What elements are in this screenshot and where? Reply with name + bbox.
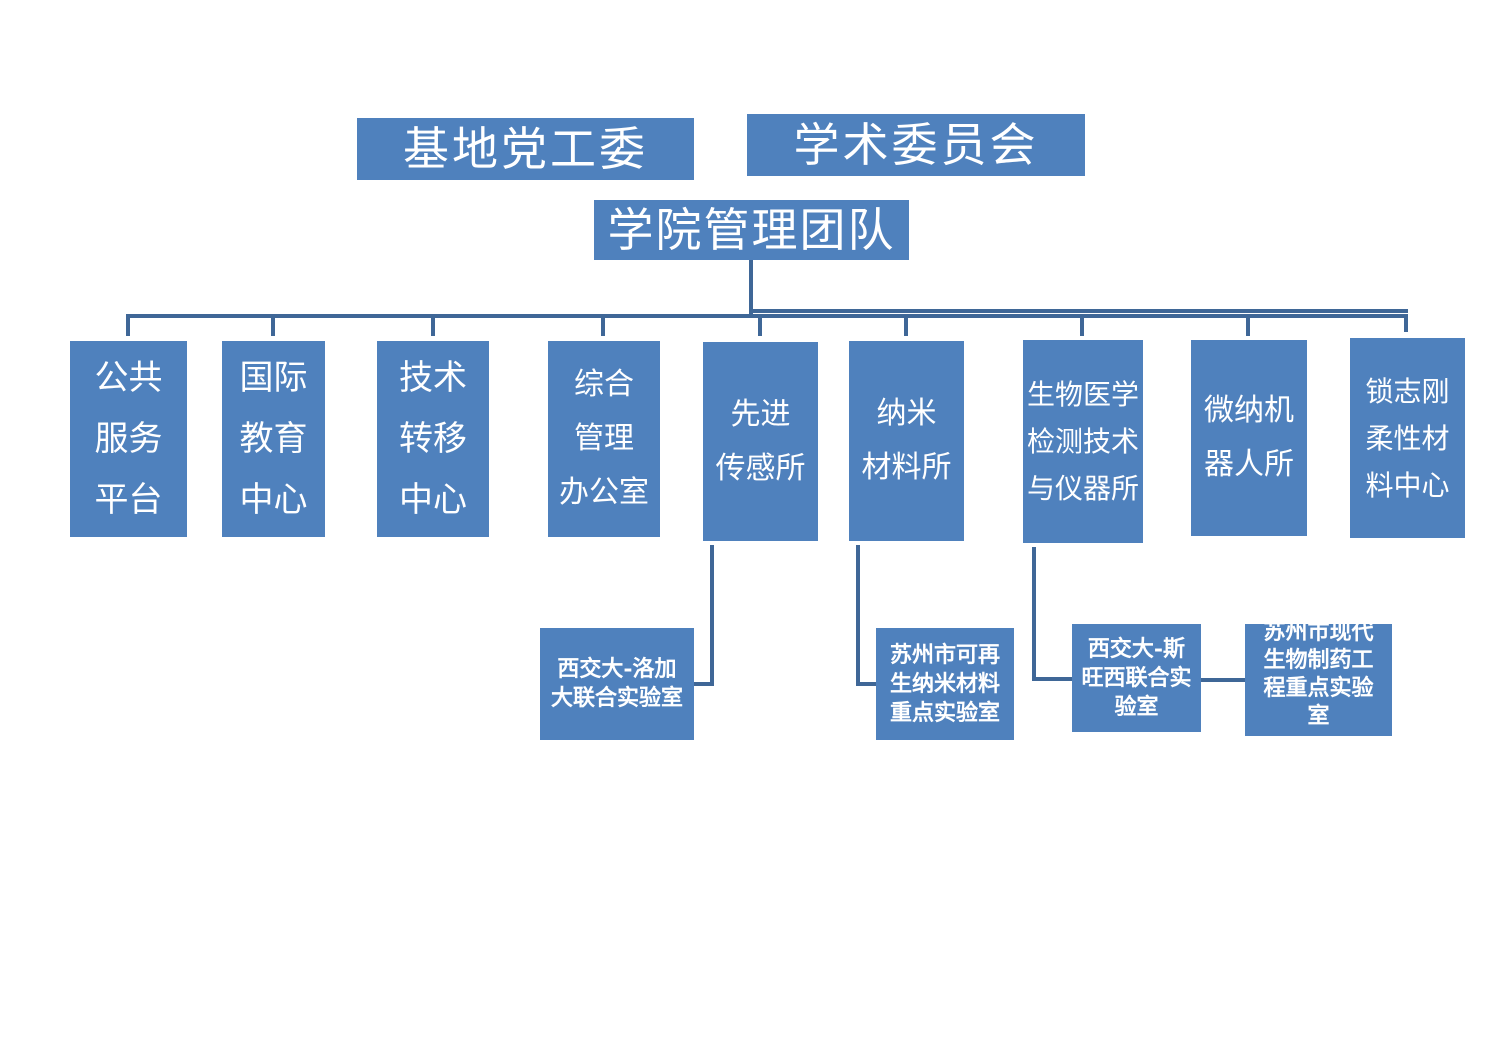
department-box: 技术 转移 中心 xyxy=(377,341,489,537)
lab-label: 苏州市现代 生物制药工 程重点实验 室 xyxy=(1263,624,1374,729)
department-label: 锁志刚 柔性材 料中心 xyxy=(1365,374,1450,502)
academic-committee-label: 学术委员会 xyxy=(793,118,1039,172)
lab-box: 苏州市可再 生纳米材料 重点实验室 xyxy=(876,628,1014,740)
sensing-lab-link xyxy=(692,545,714,686)
management-team-label: 学院管理团队 xyxy=(607,203,896,257)
department-box: 综合 管理 办公室 xyxy=(548,341,660,537)
bio-lab-link xyxy=(1032,547,1074,681)
department-box: 先进 传感所 xyxy=(703,342,818,541)
lab-label: 西交大-斯 旺西联合实 验室 xyxy=(1081,635,1192,720)
academic-committee-box: 学术委员会 xyxy=(747,114,1085,176)
department-box: 微纳机 器人所 xyxy=(1191,340,1307,536)
department-box: 纳米 材料所 xyxy=(849,341,964,541)
party-committee-label: 基地党工委 xyxy=(403,122,648,176)
department-label: 公共 服务 平台 xyxy=(94,357,163,520)
department-label: 技术 转移 中心 xyxy=(399,357,467,520)
department-label: 纳米 材料所 xyxy=(861,396,952,485)
department-box: 生物医学 检测技术 与仪器所 xyxy=(1023,340,1143,543)
management-team-box: 学院管理团队 xyxy=(594,200,909,260)
lab-label: 西交大-洛加 大联合实验室 xyxy=(550,656,683,711)
department-box: 锁志刚 柔性材 料中心 xyxy=(1350,338,1465,538)
lab-label: 苏州市可再 生纳米材料 重点实验室 xyxy=(889,641,1000,726)
department-box: 国际 教育 中心 xyxy=(222,341,325,537)
lab-box: 西交大-斯 旺西联合实 验室 xyxy=(1072,624,1201,732)
department-box: 公共 服务 平台 xyxy=(70,341,187,537)
lab-box: 苏州市现代 生物制药工 程重点实验 室 xyxy=(1245,624,1392,736)
nano-lab-link xyxy=(856,545,878,686)
party-committee-box: 基地党工委 xyxy=(357,118,694,180)
department-label: 生物医学 检测技术 与仪器所 xyxy=(1026,378,1139,505)
department-label: 微纳机 器人所 xyxy=(1204,393,1294,482)
department-label: 综合 管理 办公室 xyxy=(559,367,649,510)
department-label: 国际 教育 中心 xyxy=(239,357,308,520)
department-label: 先进 传感所 xyxy=(715,396,806,486)
lab-box: 西交大-洛加 大联合实验室 xyxy=(540,628,694,740)
